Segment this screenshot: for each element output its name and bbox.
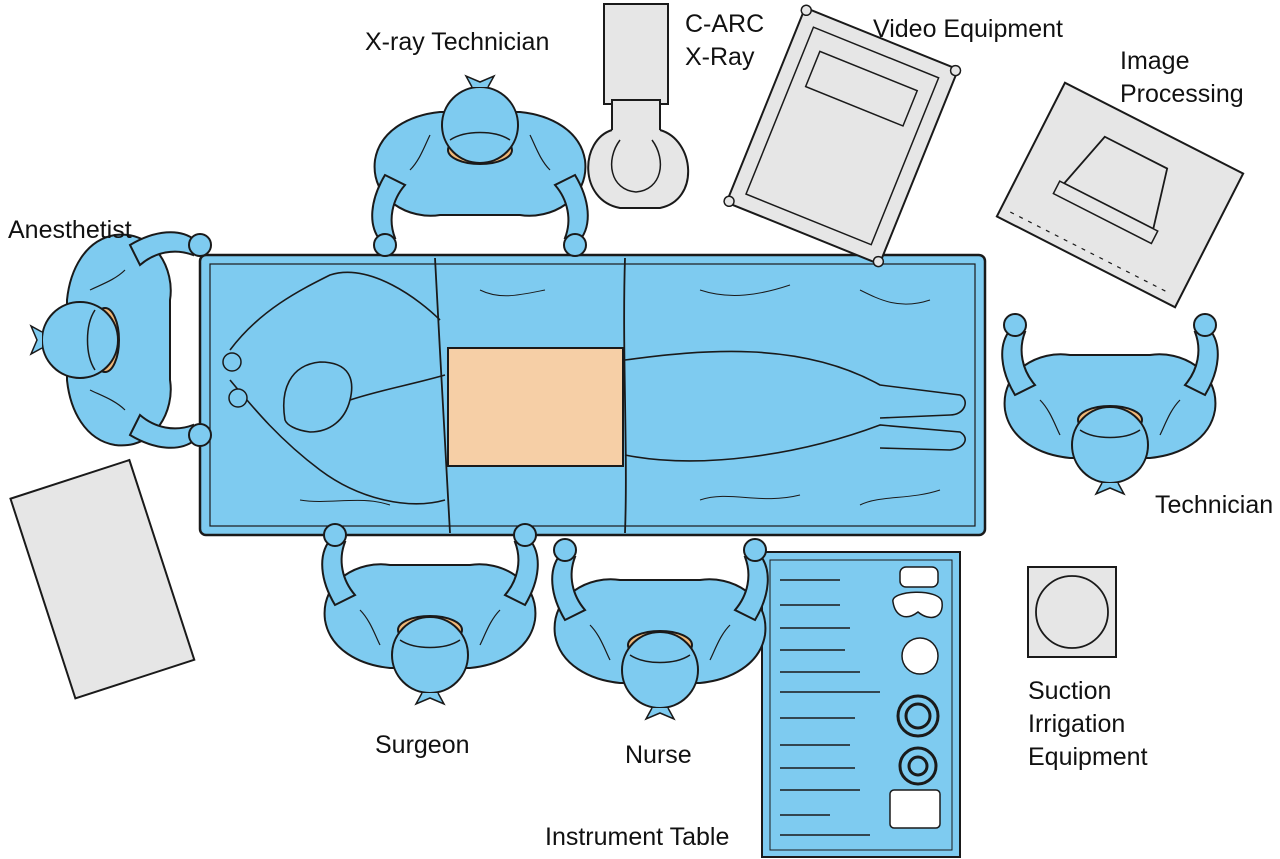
video-equipment [723, 4, 962, 268]
label-xray-technician: X-ray Technician [365, 28, 550, 56]
operating-table [198, 253, 987, 537]
instrument-table [761, 551, 961, 858]
label-c-arc-xray: C-ARC X-Ray [685, 8, 764, 74]
label-c-arc-line2: X-Ray [685, 43, 755, 71]
label-c-arc-line1: C-ARC [685, 10, 765, 38]
c-arc-xray-machine [587, 3, 690, 209]
technician-figure [1001, 313, 1219, 495]
nurse-figure [551, 538, 769, 720]
label-image-processing: Image Processing [1120, 45, 1244, 111]
label-image-processing-line2: Processing [1120, 80, 1244, 108]
label-instrument-table: Instrument Table [545, 823, 730, 851]
label-surgeon: Surgeon [375, 731, 470, 759]
surgical-field [447, 347, 624, 467]
label-technician: Technician [1155, 491, 1274, 519]
anesthetist-figure [30, 231, 212, 449]
image-processing-equipment [995, 81, 1245, 309]
label-suction-line3: Equipment [1028, 743, 1148, 771]
label-suction-line2: Irrigation [1028, 710, 1126, 738]
label-anesthetist: Anesthetist [8, 216, 132, 244]
xray-technician-figure [371, 75, 589, 257]
suction-irrigation-equipment [1027, 566, 1117, 658]
label-suction-irrigation: Suction Irrigation Equipment [1028, 675, 1148, 774]
anesthesia-cart [9, 458, 196, 700]
label-image-processing-line1: Image [1120, 47, 1190, 75]
surgeon-figure [321, 523, 539, 705]
label-suction-line1: Suction [1028, 677, 1112, 705]
label-video-equipment: Video Equipment [873, 15, 1063, 43]
label-nurse: Nurse [625, 741, 692, 769]
